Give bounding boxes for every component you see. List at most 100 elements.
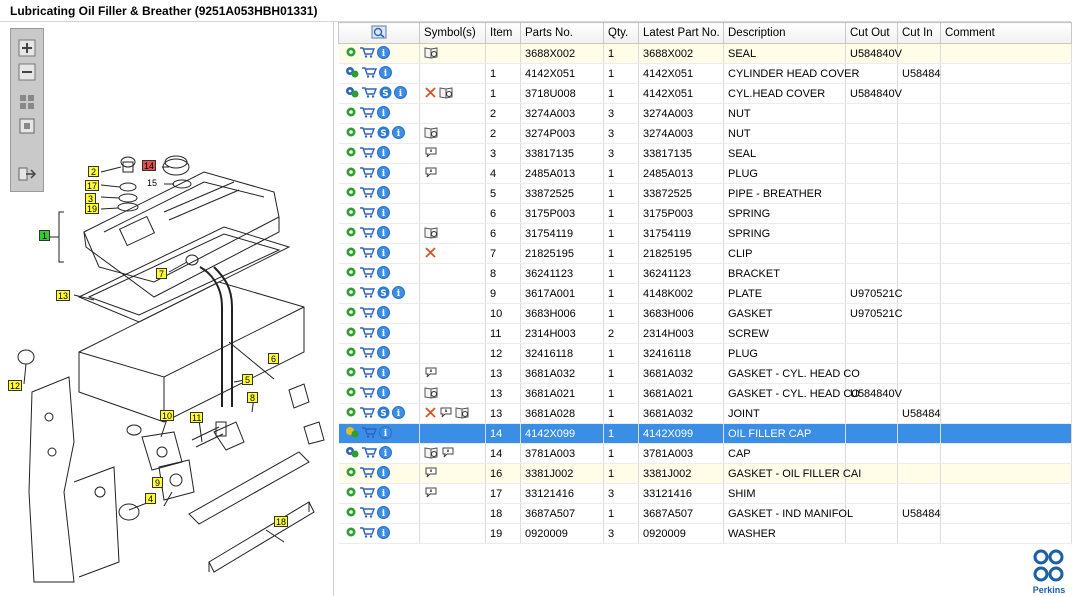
callout-19[interactable]: 19 bbox=[85, 203, 100, 214]
info-icon[interactable]: i bbox=[376, 145, 390, 162]
supersession-icon[interactable]: S bbox=[379, 86, 392, 102]
gear-icon[interactable] bbox=[345, 406, 357, 421]
callout-9[interactable]: 9 bbox=[152, 477, 163, 488]
cart-icon[interactable] bbox=[359, 306, 375, 321]
info-icon[interactable]: i bbox=[376, 365, 390, 382]
column-header-qty-[interactable]: Qty. bbox=[603, 22, 639, 44]
cart-icon[interactable] bbox=[359, 486, 375, 501]
gear-icon[interactable] bbox=[345, 486, 357, 501]
book-icon[interactable] bbox=[424, 446, 439, 462]
column-header-parts-no-[interactable]: Parts No. bbox=[520, 22, 604, 44]
gear-icon[interactable] bbox=[345, 166, 357, 181]
zoom-in-button[interactable] bbox=[16, 37, 38, 59]
column-filter-icon[interactable] bbox=[371, 25, 387, 42]
gear-icon[interactable] bbox=[345, 506, 357, 521]
gear-icon[interactable] bbox=[345, 466, 357, 481]
info-icon[interactable]: i bbox=[376, 225, 390, 242]
info-icon[interactable]: i bbox=[376, 265, 390, 282]
gear-icon[interactable] bbox=[345, 526, 357, 541]
info-icon[interactable]: i bbox=[376, 345, 390, 362]
cross-icon[interactable] bbox=[424, 86, 437, 102]
info-icon[interactable]: i bbox=[376, 165, 390, 182]
column-header-cut-in[interactable]: Cut In bbox=[897, 22, 941, 44]
cart-icon[interactable] bbox=[359, 466, 375, 481]
supersession-icon[interactable]: S bbox=[377, 406, 390, 422]
note-icon[interactable] bbox=[424, 366, 438, 382]
info-icon[interactable]: i bbox=[376, 185, 390, 202]
gears-icon[interactable] bbox=[345, 426, 359, 441]
cart-icon[interactable] bbox=[359, 186, 375, 201]
note-icon[interactable] bbox=[441, 446, 455, 462]
exploded-diagram[interactable] bbox=[4, 22, 334, 596]
info-icon[interactable]: i bbox=[391, 405, 405, 422]
info-icon[interactable]: i bbox=[376, 205, 390, 222]
cart-icon[interactable] bbox=[359, 406, 375, 421]
cart-icon[interactable] bbox=[361, 86, 377, 101]
cart-icon[interactable] bbox=[359, 386, 375, 401]
callout-13[interactable]: 13 bbox=[56, 290, 71, 301]
book-icon[interactable] bbox=[424, 46, 439, 62]
info-icon[interactable]: i bbox=[378, 445, 392, 462]
info-icon[interactable]: i bbox=[376, 105, 390, 122]
supersession-icon[interactable]: S bbox=[377, 286, 390, 302]
info-icon[interactable]: i bbox=[376, 305, 390, 322]
gear-icon[interactable] bbox=[345, 346, 357, 361]
info-icon[interactable]: i bbox=[376, 385, 390, 402]
cart-icon[interactable] bbox=[359, 266, 375, 281]
cart-icon[interactable] bbox=[361, 446, 377, 461]
note-icon[interactable] bbox=[424, 146, 438, 162]
callout-12[interactable]: 12 bbox=[8, 380, 23, 391]
cart-icon[interactable] bbox=[359, 326, 375, 341]
info-icon[interactable]: i bbox=[378, 65, 392, 82]
cart-icon[interactable] bbox=[359, 286, 375, 301]
note-icon[interactable] bbox=[424, 486, 438, 502]
callout-2[interactable]: 2 bbox=[88, 166, 99, 177]
callout-17[interactable]: 17 bbox=[85, 180, 100, 191]
book-icon[interactable] bbox=[455, 406, 470, 422]
cart-icon[interactable] bbox=[359, 106, 375, 121]
cart-icon[interactable] bbox=[359, 206, 375, 221]
gear-icon[interactable] bbox=[345, 206, 357, 221]
callout-5[interactable]: 5 bbox=[242, 374, 253, 385]
info-icon[interactable]: i bbox=[376, 505, 390, 522]
info-icon[interactable]: i bbox=[393, 85, 407, 102]
info-icon[interactable]: i bbox=[376, 45, 390, 62]
cart-icon[interactable] bbox=[359, 346, 375, 361]
callout-6[interactable]: 6 bbox=[268, 353, 279, 364]
cart-icon[interactable] bbox=[359, 166, 375, 181]
export-button[interactable] bbox=[16, 163, 38, 185]
gears-icon[interactable] bbox=[345, 86, 359, 101]
gear-icon[interactable] bbox=[345, 306, 357, 321]
gear-icon[interactable] bbox=[345, 186, 357, 201]
info-icon[interactable]: i bbox=[391, 125, 405, 142]
gears-icon[interactable] bbox=[345, 66, 359, 81]
info-icon[interactable]: i bbox=[376, 525, 390, 542]
cart-icon[interactable] bbox=[359, 506, 375, 521]
gear-icon[interactable] bbox=[345, 46, 357, 61]
column-header-cut-out[interactable]: Cut Out bbox=[845, 22, 898, 44]
cart-icon[interactable] bbox=[359, 366, 375, 381]
book-icon[interactable] bbox=[424, 386, 439, 402]
info-icon[interactable]: i bbox=[378, 425, 392, 442]
cart-icon[interactable] bbox=[359, 46, 375, 61]
note-icon[interactable] bbox=[439, 406, 453, 422]
callout-8[interactable]: 8 bbox=[247, 392, 258, 403]
gear-icon[interactable] bbox=[345, 246, 357, 261]
column-header-latest-part-no-[interactable]: Latest Part No. bbox=[638, 22, 724, 44]
book-icon[interactable] bbox=[439, 86, 454, 102]
cart-icon[interactable] bbox=[359, 126, 375, 141]
